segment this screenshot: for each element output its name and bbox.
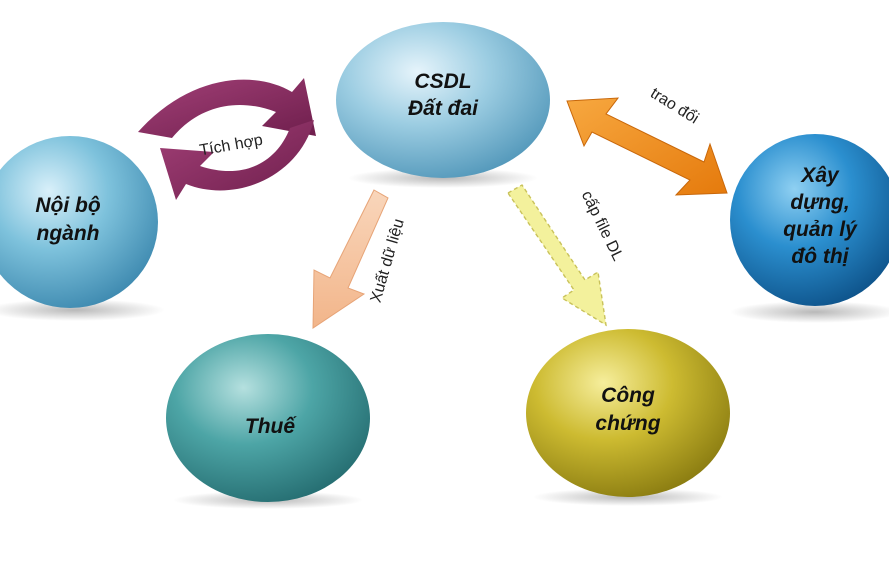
noibo-label-line1: Nội bộ: [35, 194, 100, 217]
thue-label: Thuế: [245, 415, 297, 438]
congchung-label-line1: Công: [601, 384, 655, 407]
node-congchung: Công chứng: [526, 329, 730, 497]
capfile-arrow: [506, 184, 607, 327]
xaydung-label-line3: quản lý: [783, 218, 858, 241]
xaydung-shadow: [730, 301, 889, 323]
congchung-circle: [526, 329, 730, 497]
traodoi-double-arrow: [566, 97, 728, 196]
xaydung-circle: [730, 134, 889, 306]
xuatdulieu-arrow: [312, 189, 389, 329]
noibo-circle: [0, 136, 158, 308]
xaydung-label-line4: đô thị: [791, 245, 849, 268]
traodoi-label: trao đổi: [647, 84, 702, 128]
node-thue: Thuế: [166, 334, 370, 502]
tichhop-cycle-arrows: [138, 78, 316, 200]
xaydung-label-line2: dựng,: [790, 191, 849, 214]
tichhop-lower-arrow: [160, 120, 314, 200]
congchung-label-line2: chứng: [595, 412, 660, 435]
csdl-label-line2: Đất đai: [408, 97, 479, 120]
node-csdl: CSDL Đất đai: [336, 22, 550, 178]
node-noibo: Nội bộ ngành: [0, 136, 158, 308]
noibo-shadow: [0, 299, 165, 321]
node-xaydung: Xây dựng, quản lý đô thị: [730, 134, 889, 306]
tichhop-label: Tích hợp: [198, 132, 264, 160]
csdl-label-line1: CSDL: [414, 70, 471, 93]
noibo-label-line2: ngành: [37, 222, 100, 245]
tichhop-upper-arrow: [138, 78, 316, 138]
capfile-label: cấp file DL: [578, 188, 626, 263]
csdl-circle: [336, 22, 550, 178]
thue-circle: [166, 334, 370, 502]
xaydung-label-line1: Xây: [800, 164, 840, 187]
